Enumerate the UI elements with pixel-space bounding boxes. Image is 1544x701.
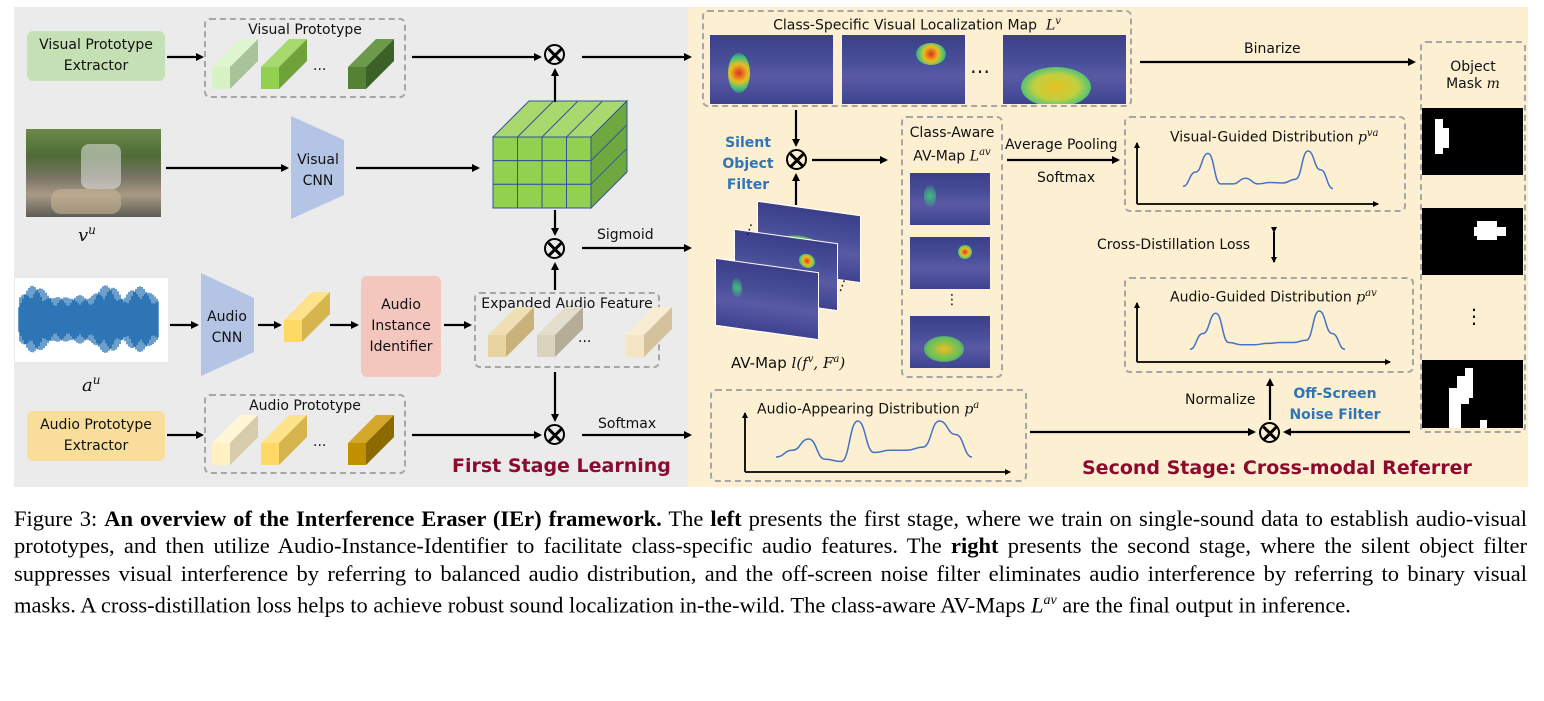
object-mask-1	[1422, 108, 1523, 175]
class-aware-map-n	[910, 316, 990, 368]
audio-prototype-extractor: Audio Prototype Extractor	[27, 411, 165, 461]
feature-cube	[491, 99, 629, 210]
sigmoid-label: Sigmoid	[597, 227, 654, 243]
figure-caption: Figure 3: An overview of the Interferenc…	[14, 506, 1528, 618]
audio-prototype-block-1	[212, 415, 258, 465]
expanded-feature-ellipsis: ...	[578, 330, 592, 346]
localization-map-n	[1003, 35, 1126, 104]
audio-cnn-label: Audio CNN	[207, 309, 247, 346]
visual-cnn-shape	[291, 116, 344, 219]
object-mask-vdots: ⋮	[1464, 304, 1484, 328]
audio-prototype-block-2	[261, 415, 307, 465]
visual-guided-distribution-group	[1124, 116, 1406, 212]
class-aware-vdots: ⋮	[945, 292, 959, 308]
audio-guided-distribution-label: Audio-Guided Distribution pav	[1170, 288, 1377, 306]
audio-input-label: au	[82, 373, 101, 396]
multiply-op-silent-filter	[786, 149, 807, 170]
class-aware-map-1	[910, 173, 990, 225]
audio-appearing-distribution-label: Audio-Appearing Distribution pa	[757, 400, 980, 418]
class-aware-map-group	[901, 116, 1003, 378]
expanded-audio-block-n	[626, 307, 672, 357]
class-specific-map-group	[702, 10, 1132, 107]
multiply-op-audio	[544, 424, 565, 445]
audio-prototype-label: Audio Prototype	[249, 398, 361, 414]
visual-cnn-label: Visual CNN	[297, 152, 339, 189]
audio-prototype-group	[204, 394, 406, 474]
object-mask-group	[1420, 41, 1526, 433]
localization-map-2	[842, 35, 965, 104]
multiply-op-visual	[544, 44, 565, 65]
distribution-chart-2	[1134, 302, 1391, 365]
audio-instance-identifier: Audio Instance Identifier	[361, 276, 441, 377]
expanded-audio-block-1	[488, 307, 534, 357]
visual-prototype-block-n	[348, 39, 394, 89]
visual-prototype-group	[204, 18, 406, 98]
visual-input-label: vu	[78, 223, 96, 246]
multiply-op-offscreen	[1259, 422, 1280, 443]
visual-input-image	[26, 129, 161, 217]
second-stage-title: Second Stage: Cross-modal Referrer	[1082, 457, 1472, 479]
distribution-curve	[1189, 310, 1346, 350]
av-map-label: AV-Map l(fv, Fa)	[731, 354, 846, 372]
visual-prototype-block-2	[261, 39, 307, 89]
class-aware-map-2	[910, 237, 990, 289]
audio-appearing-distribution-group	[710, 389, 1027, 482]
object-mask-2	[1422, 208, 1523, 275]
audio-waveform-shape	[18, 285, 159, 353]
localization-map-1	[710, 35, 833, 104]
visual-prototype-label: Visual Prototype	[248, 22, 362, 38]
audio-feature-block	[284, 292, 330, 342]
distribution-curve	[775, 420, 973, 463]
softmax-label-left: Softmax	[598, 416, 657, 432]
silent-object-filter-label: Silent Object Filter	[722, 135, 774, 193]
visual-prototype-extractor: Visual Prototype Extractor	[27, 31, 165, 81]
localization-map-ellipsis: …	[970, 54, 990, 78]
audio-cnn-shape	[201, 273, 254, 376]
class-specific-map-label: Class-Specific Visual Localization Map L…	[773, 16, 1061, 34]
first-stage-title: First Stage Learning	[452, 455, 671, 477]
multiply-op-sigmoid	[544, 238, 565, 259]
normalize-label: Normalize	[1185, 392, 1256, 408]
object-mask-n	[1422, 360, 1523, 428]
visual-prototype-block-1	[212, 39, 258, 89]
distribution-curve	[1182, 150, 1334, 190]
offscreen-noise-filter-label: Off-Screen Noise Filter	[1289, 386, 1381, 423]
softmax-label-right: Softmax	[1037, 170, 1096, 186]
audio-prototype-ellipsis: ...	[313, 434, 327, 450]
distribution-chart-3	[742, 412, 1011, 475]
distribution-chart-1	[1134, 142, 1379, 207]
average-pooling-label: Average Pooling	[1005, 137, 1118, 153]
visual-prototype-ellipsis: ...	[313, 58, 327, 74]
visual-guided-distribution-label: Visual-Guided Distribution pva	[1170, 128, 1379, 146]
binarize-label: Binarize	[1244, 41, 1301, 57]
audio-prototype-block-n	[348, 415, 394, 465]
cross-distillation-loss-label: Cross-Distillation Loss	[1097, 237, 1251, 253]
audio-guided-distribution-group	[1124, 277, 1414, 373]
expanded-audio-block-2	[537, 307, 583, 357]
